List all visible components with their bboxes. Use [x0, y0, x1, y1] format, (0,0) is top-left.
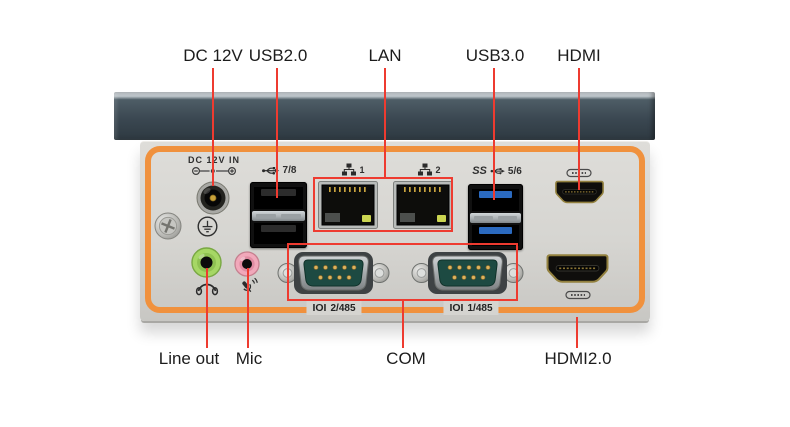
usb3-ports-label: 5/6: [507, 165, 522, 177]
usb3-tongue: [479, 191, 512, 198]
usb2-port-stack: [250, 182, 307, 248]
com2-db9-port: [277, 252, 390, 294]
callout-line-usb20: [276, 68, 278, 198]
callout-label-lan: LAN: [368, 46, 402, 65]
serial-port-icon-text-2: IOI: [449, 302, 464, 314]
callout-label-usb30: USB3.0: [465, 46, 525, 65]
usb3-tongue-2: [479, 227, 512, 234]
network-icon-2: [417, 163, 432, 176]
usb2-tongue-2: [261, 225, 296, 232]
dc-in-label: DC 12V IN: [187, 155, 241, 165]
usb3-port-6: [472, 225, 519, 246]
polarity-icon: [191, 166, 236, 176]
hdmi2-port: [546, 254, 609, 283]
callout-line-hdmi20: [576, 317, 578, 348]
usb2-tongue: [261, 189, 296, 196]
ground-icon: [197, 216, 218, 237]
callout-line-usb30: [493, 68, 495, 200]
serial-port-icon-text: IOI: [312, 302, 327, 314]
usb2-port-8: [254, 223, 303, 244]
usb2-port-7: [254, 187, 303, 209]
hdmi2-connector-icon: [565, 290, 591, 300]
callout-line-com: [402, 300, 404, 348]
callout-box-lan: [313, 177, 453, 232]
lan2-number: 2: [435, 164, 441, 175]
callout-label-com: COM: [386, 349, 426, 368]
usb2-divider: [252, 211, 305, 221]
mic-jack: [234, 251, 260, 277]
callout-label-hdmi20: HDMI2.0: [544, 349, 612, 368]
usb3-port-5: [472, 189, 519, 211]
panel-orange-border: [145, 146, 645, 313]
callout-label-dc12v: DC 12V: [183, 46, 243, 65]
hdmi-port: [555, 180, 604, 204]
lan1-print: 1: [341, 163, 365, 176]
dc-in-print: DC 12V IN: [188, 155, 240, 165]
callout-line-mic: [247, 268, 249, 348]
serial2-print: IOI 2/485: [306, 301, 362, 315]
serial1-print: IOI 1/485: [443, 301, 499, 315]
callout-label-usb20: USB2.0: [248, 46, 308, 65]
lan-port-1: [318, 181, 378, 229]
callout-line-lan: [384, 68, 386, 178]
usb2-print: 7/8: [262, 165, 297, 176]
callout-label-lineout: Line out: [158, 349, 220, 368]
chassis-screw: [154, 212, 182, 240]
usb3-divider: [470, 213, 521, 223]
usb3-ss-label: SS: [472, 165, 487, 177]
usb2-ports-label: 7/8: [282, 165, 297, 176]
serial2-label: 2/485: [330, 302, 356, 314]
callout-line-lineout: [206, 268, 208, 348]
callout-line-dc12v: [212, 68, 214, 186]
com1-db9-port: [411, 252, 524, 294]
network-icon: [341, 163, 356, 176]
callout-label-mic: Mic: [235, 349, 263, 368]
usb3-print: SS 5/6: [472, 165, 522, 177]
usb3-port-stack: [468, 184, 523, 250]
callout-box-com: [287, 243, 518, 301]
lan-port-2: [393, 181, 453, 229]
serial1-label: 1/485: [467, 302, 493, 314]
lan1-number: 1: [359, 164, 365, 175]
callout-label-hdmi: HDMI: [557, 46, 601, 65]
callout-line-hdmi: [578, 68, 580, 190]
dc-jack: [196, 181, 230, 215]
lan2-print: 2: [417, 163, 441, 176]
